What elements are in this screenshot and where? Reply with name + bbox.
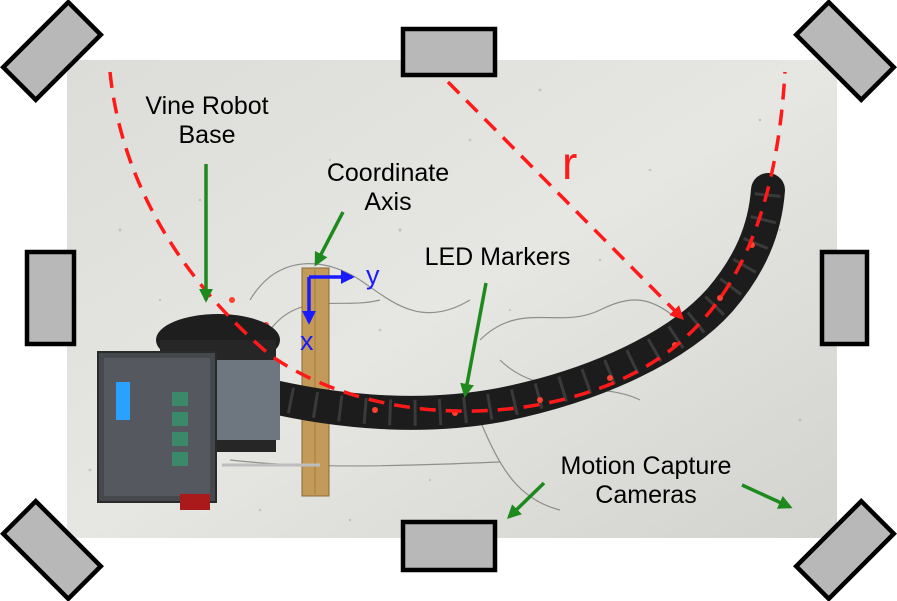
radius-arrow — [446, 80, 684, 320]
axis-x-label: x — [300, 326, 314, 356]
floor-speckles — [88, 88, 802, 522]
mocap-arrow-right — [741, 483, 793, 509]
radius-label: r — [562, 137, 578, 189]
coordinate-axis — [302, 270, 355, 325]
camera-icon — [819, 249, 870, 347]
camera-icon — [793, 0, 897, 103]
camera-icon — [400, 26, 498, 78]
axis-y-label: y — [366, 260, 380, 290]
camera-icon — [793, 498, 897, 601]
coordinate-axis-label: Coordinate Axis — [326, 159, 450, 216]
workspace-boundary-arc — [108, 71, 787, 413]
axis-arrow — [314, 211, 345, 267]
vine-robot-base-label: Vine Robot Base — [145, 92, 269, 149]
motion-capture-cameras-label: Motion Capture Cameras — [560, 452, 732, 509]
camera-icon — [0, 498, 104, 601]
led-arrow — [460, 282, 488, 398]
annotation-arrows — [199, 164, 793, 519]
mocap-arrow-left — [506, 481, 546, 519]
camera-icon — [0, 0, 104, 103]
camera-icon — [24, 249, 77, 347]
camera-icon — [400, 519, 498, 573]
led-markers-label: LED Markers — [424, 243, 571, 271]
vine-robot-body — [248, 173, 785, 430]
robot-base — [97, 314, 320, 510]
